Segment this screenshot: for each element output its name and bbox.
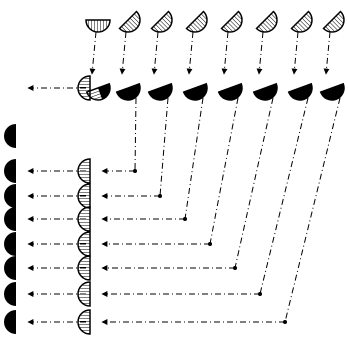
middle-solid-symbol <box>287 82 313 101</box>
hatched-column-symbol <box>77 158 91 184</box>
top-hatched-symbol <box>150 10 173 33</box>
left-solid-symbol <box>4 282 16 306</box>
middle-to-row-line <box>234 97 274 269</box>
middle-solid-symbol <box>319 82 345 101</box>
middle-to-row-line <box>209 97 239 245</box>
left-column-symbols <box>4 124 16 334</box>
top-hatched-symbol <box>220 10 243 33</box>
middle-solid-symbol <box>182 82 208 101</box>
top-row-symbols <box>85 10 345 33</box>
left-solid-symbol <box>4 310 16 334</box>
middle-solid-symbol <box>217 82 243 101</box>
middle-to-row-line <box>259 97 309 295</box>
top-hatched-symbol <box>255 10 278 33</box>
top-to-middle-line <box>221 31 229 75</box>
middle-to-row-line <box>159 97 169 197</box>
top-to-middle-line <box>256 31 264 75</box>
left-solid-symbol <box>4 207 16 231</box>
middle-to-row-line <box>184 97 204 220</box>
hatched-column-symbol <box>77 309 91 335</box>
hatched-column-symbol <box>77 75 91 101</box>
middle-row-symbols <box>85 82 345 101</box>
left-solid-symbol <box>4 232 16 256</box>
middle-to-row-line <box>134 97 137 172</box>
top-hatched-symbol <box>290 10 313 33</box>
hatched-column-symbol <box>77 281 91 307</box>
left-solid-symbol <box>4 159 16 183</box>
mapping-lines <box>27 31 341 325</box>
middle-solid-symbol <box>147 82 173 101</box>
top-to-middle-line <box>119 31 127 75</box>
top-to-middle-line <box>186 31 194 75</box>
hatched-column-symbols <box>77 75 91 335</box>
left-solid-symbol <box>4 256 16 280</box>
hatched-column-symbol <box>77 206 91 232</box>
left-solid-symbol <box>4 184 16 208</box>
middle-solid-symbol <box>252 82 278 101</box>
top-hatched-symbol <box>322 10 345 33</box>
middle-solid-symbol <box>115 82 141 101</box>
left-solid-symbol <box>4 124 16 148</box>
top-to-middle-line <box>89 31 97 75</box>
top-hatched-symbol <box>185 10 208 33</box>
top-to-middle-line <box>323 31 331 75</box>
hatched-column-symbol <box>77 231 91 257</box>
top-to-middle-line <box>151 31 159 75</box>
middle-to-row-line <box>284 97 341 323</box>
hatched-column-symbol <box>77 255 91 281</box>
top-to-middle-line <box>291 31 299 75</box>
hatched-column-symbol <box>77 183 91 209</box>
top-hatched-symbol <box>85 19 111 33</box>
top-hatched-symbol <box>118 10 141 33</box>
